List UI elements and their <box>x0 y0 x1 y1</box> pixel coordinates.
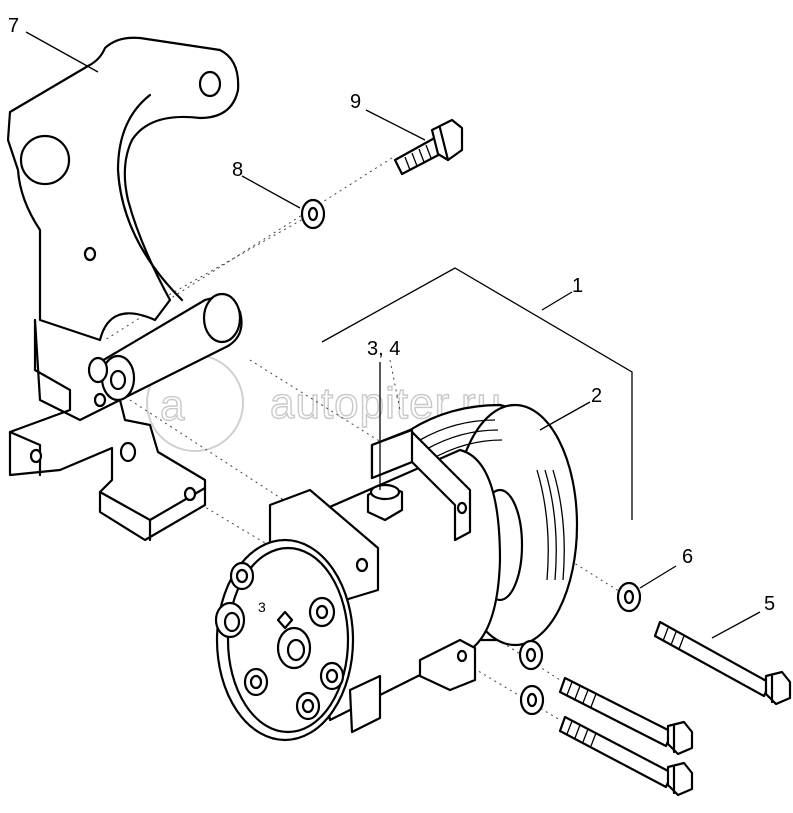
head-marking: 3 <box>258 599 266 615</box>
bolt-9 <box>393 118 464 176</box>
callout-6: 6 <box>682 546 693 568</box>
callout-1: 1 <box>572 275 583 297</box>
callout-labels: 7 8 9 3, 4 1 2 6 5 <box>8 15 775 615</box>
fitting-3-4 <box>366 483 404 522</box>
watermark-logo-a: a <box>160 381 185 430</box>
leader-lines <box>25 31 761 639</box>
washer-8 <box>300 198 326 230</box>
callout-3-4: 3, 4 <box>367 338 400 360</box>
callout-2: 2 <box>591 385 602 407</box>
head-bolts <box>229 561 345 721</box>
washer-6 <box>616 581 642 613</box>
washers-mid <box>518 639 545 716</box>
ac-compressor: 3 <box>214 403 579 742</box>
long-bolt-bottom <box>558 715 694 797</box>
callout-5: 5 <box>764 593 775 615</box>
callout-9: 9 <box>350 91 361 113</box>
mounting-bracket <box>6 36 243 542</box>
long-bolt-5-top <box>653 620 792 706</box>
callout-8: 8 <box>232 159 243 181</box>
callout-7: 7 <box>8 15 19 37</box>
long-bolt-mid <box>558 676 694 756</box>
